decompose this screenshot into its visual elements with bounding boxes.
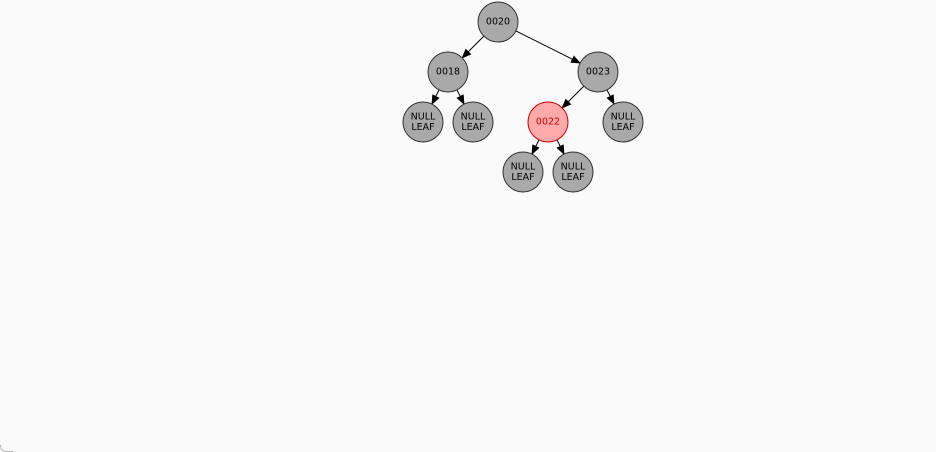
node-circle xyxy=(477,1,519,43)
node-label: LEAF xyxy=(511,172,534,183)
window-corner xyxy=(0,445,13,452)
node-label: LEAF xyxy=(611,122,634,133)
node-circle xyxy=(402,101,444,143)
edge-n22-l22a xyxy=(531,139,540,156)
edge-n18-l18a xyxy=(431,89,440,106)
node-label: NULL xyxy=(461,111,486,122)
node-label: NULL xyxy=(511,161,536,172)
edges-layer xyxy=(431,30,615,156)
node-label: 0022 xyxy=(536,117,560,128)
edge-n18-l18b xyxy=(456,89,465,106)
tree-node-0023: 0023 xyxy=(577,51,619,93)
edge-n20-n18 xyxy=(461,35,485,59)
node-label: LEAF xyxy=(411,122,434,133)
node-label: NULL xyxy=(611,111,636,122)
node-label: LEAF xyxy=(461,122,484,133)
tree-node-0022: 0022 xyxy=(527,101,569,143)
node-label: LEAF xyxy=(561,172,584,183)
edge-n20-n23 xyxy=(515,30,582,64)
node-circle xyxy=(427,51,469,93)
tree-node-0020: 0020 xyxy=(477,1,519,43)
node-label: 0020 xyxy=(486,17,510,28)
node-circle xyxy=(602,101,644,143)
node-circle xyxy=(502,151,544,193)
node-circle xyxy=(577,51,619,93)
edge-n23-n22 xyxy=(561,85,585,109)
edge-n23-l23b xyxy=(606,89,615,106)
tree-node-0018: 0018 xyxy=(427,51,469,93)
edge-n22-l22b xyxy=(556,139,565,156)
node-label: 0023 xyxy=(586,67,610,78)
node-label: NULL xyxy=(411,111,436,122)
node-circle xyxy=(527,101,569,143)
node-circle xyxy=(552,151,594,193)
node-label: 0018 xyxy=(436,67,460,78)
node-circle xyxy=(452,101,494,143)
node-label: NULL xyxy=(561,161,586,172)
